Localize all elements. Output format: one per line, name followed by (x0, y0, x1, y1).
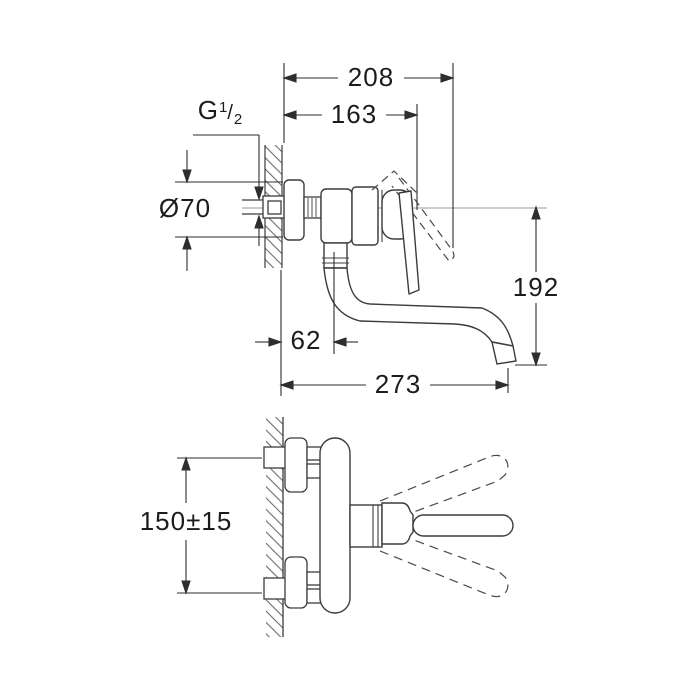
spout (322, 242, 517, 365)
dim-dia70-label: Ø70 (156, 193, 214, 223)
inlet-upper (263, 437, 323, 493)
dim-163-label: 163 (328, 99, 380, 129)
dim-150-label: 150±15 (137, 506, 235, 536)
dim-163 (282, 110, 419, 120)
dim-273 (279, 380, 510, 390)
escutcheon-side (283, 179, 305, 241)
dim-thread-leader (193, 134, 264, 246)
thread-denominator: 2 (233, 111, 243, 128)
faucet-body-plan (319, 437, 351, 614)
dim-208 (282, 73, 455, 83)
spout-swing-dashed (379, 454, 509, 598)
handle-dashed (371, 170, 455, 262)
supply-pipe (242, 195, 286, 219)
dim-150 (177, 456, 262, 595)
dim-273-label: 273 (372, 369, 424, 399)
threaded-nipple (303, 196, 322, 219)
dimension-lines-side (175, 63, 547, 396)
dim-62 (255, 337, 358, 347)
dim-192-label: 192 (510, 272, 562, 302)
dim-192 (531, 205, 541, 367)
aerator (491, 341, 517, 365)
faucet-body-side (320, 186, 413, 246)
thread-size-label: G1/2 (195, 95, 245, 128)
thread-g: G (197, 95, 219, 125)
dim-208-label: 208 (345, 62, 397, 92)
spout-plan (349, 502, 514, 548)
thread-slash: / (227, 102, 234, 124)
handle-solid (398, 190, 420, 295)
dim-70 (175, 150, 283, 271)
dim-62-label: 62 (288, 325, 324, 355)
thread-numerator: 1 (218, 99, 228, 116)
